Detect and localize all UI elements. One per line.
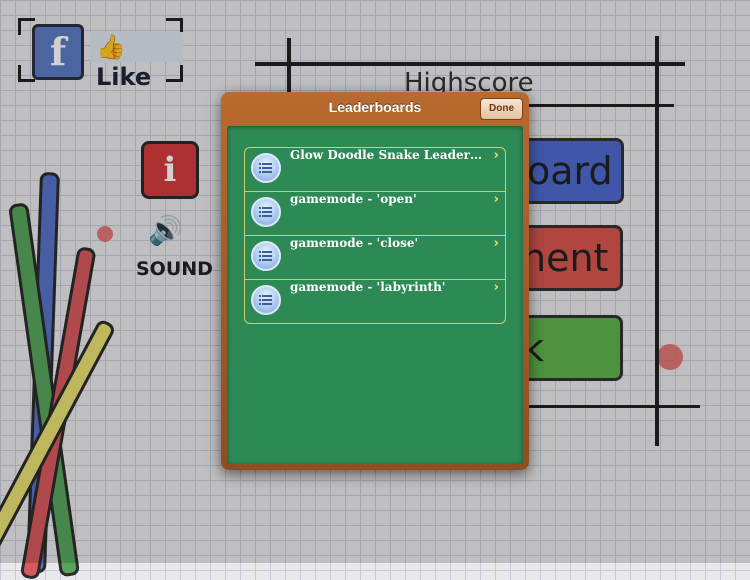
facebook-like-widget[interactable]: f 👍 Like xyxy=(18,18,183,91)
frame-line xyxy=(655,36,659,446)
leaderboard-label: Glow Doodle Snake Leaderb... xyxy=(290,148,485,162)
like-label: Like xyxy=(96,63,152,91)
leaderboard-label: gamemode - 'open' xyxy=(290,192,417,206)
info-button[interactable]: i xyxy=(141,141,199,199)
menu-button-label: oard xyxy=(527,149,613,193)
decorative-dot xyxy=(657,344,683,370)
leaderboard-label: gamemode - 'labyrinth' xyxy=(290,280,446,294)
frame-line xyxy=(520,405,700,408)
facebook-icon[interactable]: f xyxy=(32,24,84,80)
decorative-dot xyxy=(97,226,113,242)
done-button[interactable]: Done xyxy=(480,98,523,120)
frame-corner xyxy=(18,18,35,35)
chevron-right-icon: › xyxy=(493,236,499,251)
dialog-title: Leaderboards xyxy=(328,99,422,115)
speaker-icon[interactable]: 🔊 xyxy=(148,214,183,247)
leaderboard-icon xyxy=(251,241,281,271)
chevron-right-icon: › xyxy=(493,280,499,295)
frame-line xyxy=(287,38,291,118)
chevron-right-icon: › xyxy=(493,148,499,163)
frame-corner xyxy=(166,18,183,35)
menu-button-label: nent xyxy=(522,236,609,280)
leaderboard-item[interactable]: gamemode - 'close' › xyxy=(245,236,505,280)
leaderboard-item[interactable]: gamemode - 'labyrinth' › xyxy=(245,280,505,323)
leaderboard-item[interactable]: gamemode - 'open' › xyxy=(245,192,505,236)
frame-corner xyxy=(18,65,35,82)
leaderboards-dialog: Leaderboards Done Glow Doodle Snake Lead… xyxy=(221,92,529,470)
like-button[interactable]: 👍 Like xyxy=(90,32,183,91)
dialog-content: Glow Doodle Snake Leaderb... › gamemode … xyxy=(227,126,523,464)
leaderboard-icon xyxy=(251,153,281,183)
leaderboard-icon xyxy=(251,285,281,315)
leaderboard-list: Glow Doodle Snake Leaderb... › gamemode … xyxy=(244,147,506,324)
chevron-right-icon: › xyxy=(493,192,499,207)
dialog-header: Leaderboards Done xyxy=(221,92,529,122)
sound-label[interactable]: SOUND xyxy=(136,258,213,280)
leaderboard-item[interactable]: Glow Doodle Snake Leaderb... › xyxy=(245,148,505,192)
frame-corner xyxy=(166,65,183,82)
leaderboard-label: gamemode - 'close' xyxy=(290,236,419,250)
leaderboard-menu-button[interactable]: oard xyxy=(510,138,624,204)
frame-line xyxy=(255,62,685,66)
thumbs-up-icon: 👍 xyxy=(96,33,126,61)
leaderboard-icon xyxy=(251,197,281,227)
